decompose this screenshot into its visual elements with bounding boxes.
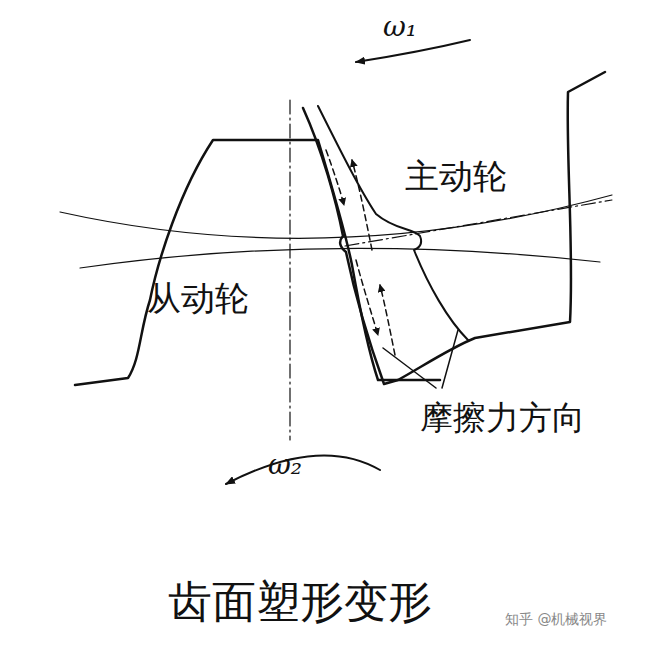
part-name: 主动轮: [405, 158, 507, 195]
caption: 齿面塑形变形: [168, 578, 432, 626]
callout-label: 摩擦力方向: [420, 400, 585, 436]
omega-label: ω₁: [383, 12, 417, 43]
part-name: 从动轮: [147, 280, 249, 317]
watermark: 知乎 @机械视界: [505, 612, 607, 627]
omega-label: ω₂: [268, 450, 302, 481]
